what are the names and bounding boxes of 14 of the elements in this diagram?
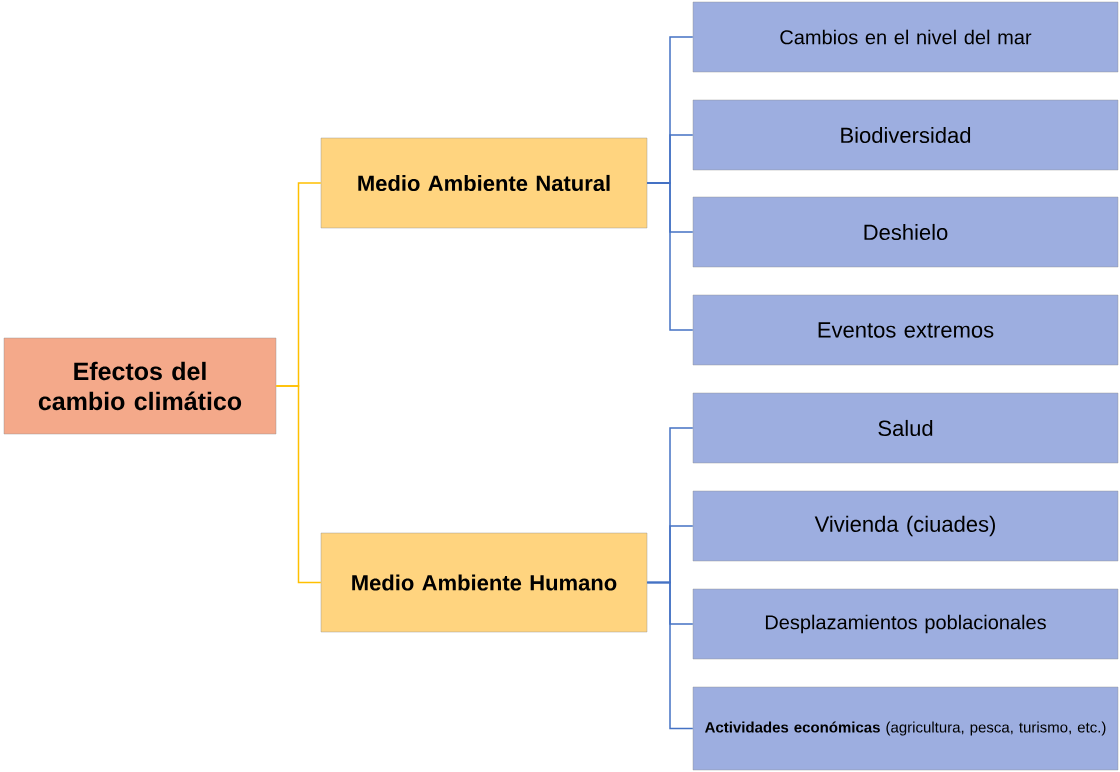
connector (646, 581, 694, 730)
effect-box: Deshielo (692, 196, 1119, 268)
topic-box: Efectos del cambio climático (3, 337, 277, 435)
connector (275, 385, 322, 584)
effect-box: Actividades económicas (agricultura, pesca, turismo, etc.) (692, 686, 1119, 771)
effect-box: Vivienda (ciuades) (692, 490, 1119, 562)
connector (646, 182, 694, 331)
effect-box: Cambios en el nivel del mar (692, 1, 1119, 73)
effect-box: Desplazamientos poblacionales (692, 588, 1119, 660)
effect-box: Salud (692, 392, 1119, 464)
category-box: Medio Ambiente Natural (320, 137, 648, 229)
effect-box: Eventos extremos (692, 294, 1119, 366)
category-box: Medio Ambiente Humano (320, 532, 648, 633)
effect-box: Biodiversidad (692, 99, 1119, 171)
